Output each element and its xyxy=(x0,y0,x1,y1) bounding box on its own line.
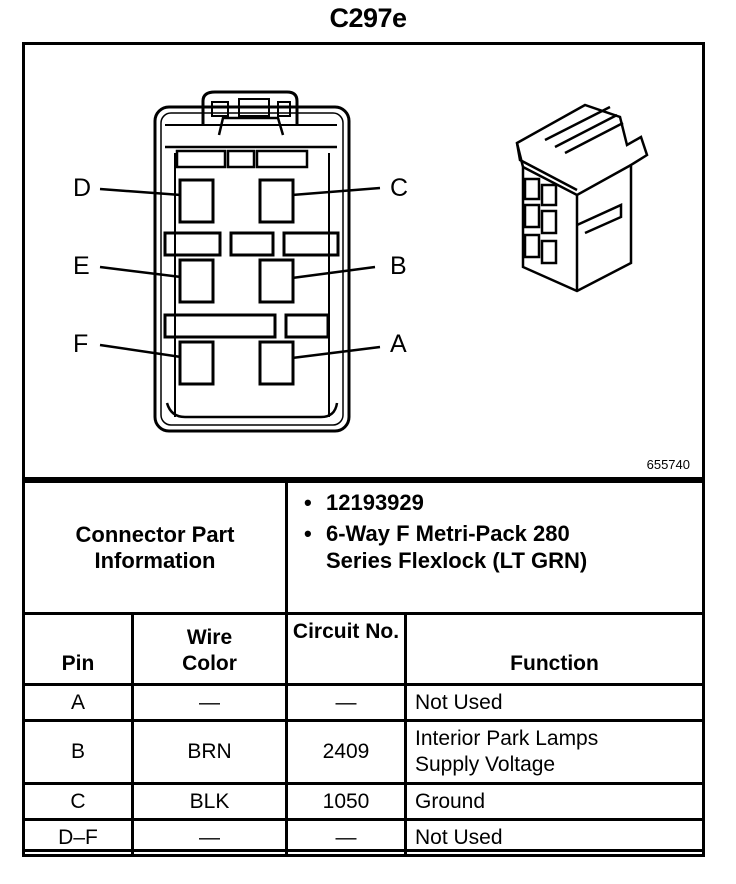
pin-label-C: C xyxy=(390,174,409,202)
pin-label-A: A xyxy=(390,330,407,358)
cell-function: Not Used xyxy=(404,683,705,722)
cell-pin: C xyxy=(22,782,134,821)
pin-label-E: E xyxy=(73,252,90,280)
pin-label-F: F xyxy=(73,330,89,358)
connector-frame: D C E B F A 655740 Connector Part Inform… xyxy=(22,42,705,857)
connector-part-info-row: Connector Part Information 12193929 6-Wa… xyxy=(22,480,705,615)
cell-wire-color: BRN xyxy=(131,719,288,785)
cavity-A xyxy=(258,340,295,386)
connector-isometric-view xyxy=(515,103,649,293)
cavity-C xyxy=(258,178,295,224)
header-wire-color: Wire Color xyxy=(131,612,288,686)
connector-diagram: D C E B F A 655740 xyxy=(25,45,702,480)
cavity-F xyxy=(178,340,215,386)
header-pin: Pin xyxy=(22,612,134,686)
pinout-table: Connector Part Information 12193929 6-Wa… xyxy=(22,480,705,857)
pin-label-B: B xyxy=(390,252,407,280)
cell-pin: A xyxy=(22,683,134,722)
cavity-B xyxy=(258,258,295,304)
cell-function: Not Used xyxy=(404,818,705,857)
cavity-E xyxy=(178,258,215,304)
part-description: 6-Way F Metri-Pack 280 Series Flexlock (… xyxy=(304,520,596,574)
cavity-D xyxy=(178,178,215,224)
cell-function: Ground xyxy=(404,782,705,821)
cell-pin: D–F xyxy=(22,818,134,857)
cell-function: Interior Park Lamps Supply Voltage xyxy=(404,719,705,785)
connector-title: C297e xyxy=(329,3,407,33)
cell-pin: B xyxy=(22,719,134,785)
cell-wire-color: BLK xyxy=(131,782,288,821)
cell-wire-color: — xyxy=(131,818,288,857)
connector-face-view xyxy=(153,90,351,433)
table-row: D–F — — Not Used xyxy=(22,818,705,857)
table-row: C BLK 1050 Ground xyxy=(22,782,705,821)
pin-label-D: D xyxy=(73,174,92,202)
cell-wire-color: — xyxy=(131,683,288,722)
connector-part-info-label: Connector Part Information xyxy=(22,480,288,615)
cell-circuit-no: — xyxy=(285,683,407,722)
figure-id: 655740 xyxy=(646,457,690,472)
cell-circuit-no: 2409 xyxy=(285,719,407,785)
part-number: 12193929 xyxy=(304,489,702,516)
pin-leader-lines xyxy=(99,186,381,360)
table-row: A — — Not Used xyxy=(22,683,705,722)
cell-circuit-no: 1050 xyxy=(285,782,407,821)
header-function: Function xyxy=(404,612,705,686)
table-row: B BRN 2409 Interior Park Lamps Supply Vo… xyxy=(22,719,705,785)
connector-face-drawing xyxy=(99,90,649,433)
cell-circuit-no: — xyxy=(285,818,407,857)
connector-part-info-items: 12193929 6-Way F Metri-Pack 280 Series F… xyxy=(285,480,705,615)
header-circuit-no: Circuit No. xyxy=(285,612,407,686)
table-header-row: Pin Wire Color Circuit No. Function xyxy=(22,612,705,686)
